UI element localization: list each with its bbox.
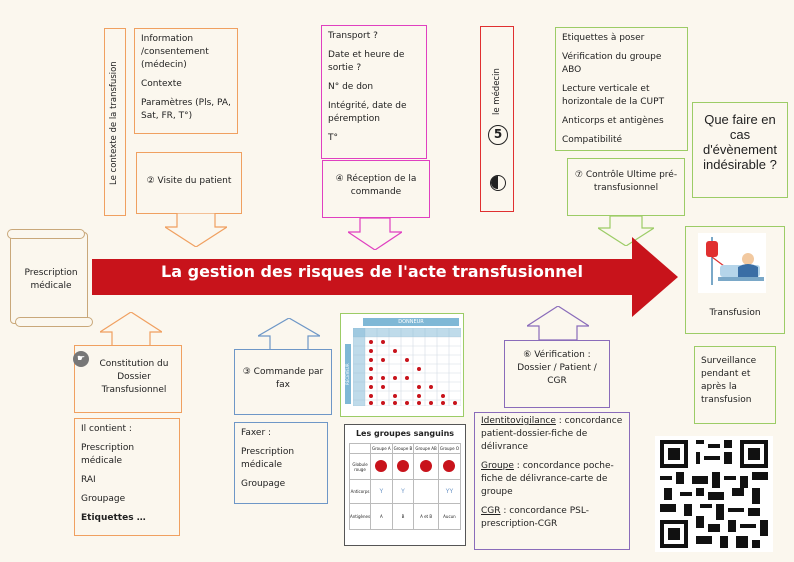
step1-label: Constitution du Dossier Transfusionnel: [99, 359, 169, 396]
etiquettes-item-4: Anticorps et antigènes: [562, 116, 664, 127]
medecin-number: 5: [488, 125, 508, 145]
transport-item-1: Transport ?: [328, 31, 378, 41]
contexte-vertical-box: Le contexte de la transfusion: [104, 28, 126, 216]
step3-box: ③ Commande par fax: [234, 349, 332, 415]
step2-box: ② Visite du patient: [136, 152, 242, 214]
step3-fax-item-2: Groupage: [241, 479, 286, 490]
hand-icon: ☛: [73, 351, 89, 367]
step1-arrow: [100, 312, 162, 346]
step4-arrow: [348, 218, 402, 250]
step3-fax-box: Faxer : Prescription médicale Groupage: [234, 422, 328, 504]
step3-arrow: [258, 318, 320, 350]
donneur-header: DONNEUR: [363, 318, 459, 326]
prescription-label: Prescription médicale: [24, 268, 78, 291]
transport-item-4: Intégrité, date de péremption: [328, 101, 407, 125]
step6-box: ⑥ Vérification : Dossier / Patient / CGR: [504, 340, 610, 408]
medecin-label: le médecin: [492, 68, 502, 116]
step3-label: ③ Commande par fax: [242, 367, 324, 391]
transport-box: Transport ? Date et heure de sortie ? N°…: [321, 25, 427, 159]
step3-fax-title: Faxer :: [241, 428, 272, 438]
identito-key-2: Groupe: [481, 461, 514, 472]
step4-label: ④ Réception de la commande: [335, 174, 417, 198]
groupes-antigen-3: A et B: [413, 503, 439, 530]
identito-text-3: : concordance PSL-prescription-CGR: [481, 506, 589, 530]
step6-label: ⑥ Vérification : Dossier / Patient / CGR: [517, 350, 597, 387]
step7-arrow: [598, 216, 654, 246]
groupes-col-2: Groupe B: [391, 443, 415, 454]
transport-item-2: Date et heure de sortie ?: [328, 50, 405, 74]
identito-text-1: : concordance patient-dossier-fiche de d…: [481, 416, 623, 453]
groupes-col-3: Groupe AB: [413, 443, 439, 454]
groupes-sanguins: Les groupes sanguins Groupe A Groupe B G…: [344, 424, 466, 546]
medecin-box: 5 le médecin: [480, 26, 514, 212]
step1-item-1: Prescription médicale: [81, 443, 135, 467]
identito-key-1: Identitovigilance: [481, 416, 556, 426]
contexte-vertical-label: Le contexte de la transfusion: [109, 61, 119, 185]
identito-line-1: Identitovigilance : concordance patient-…: [481, 415, 623, 454]
contexte-box: Information /consentement (médecin) Cont…: [134, 28, 238, 134]
surveillance-box: Surveillance pendant et après la transfu…: [694, 346, 776, 424]
groupes-antigen-1: A: [370, 503, 393, 530]
groupes-row-2: Anticorps: [348, 479, 372, 504]
step6-arrow: [527, 306, 589, 340]
step3-fax-item-1: Prescription médicale: [241, 447, 295, 471]
groupes-title: Les groupes sanguins: [355, 429, 455, 438]
identito-box: Identitovigilance : concordance patient-…: [474, 412, 630, 550]
step7-box: ⑦ Contrôle Ultime pré-transfusionnel: [567, 158, 685, 216]
etiquettes-item-3: Lecture verticale et horizontale de la C…: [562, 84, 665, 108]
transport-item-3: N° de don: [328, 82, 374, 93]
groupes-row-1: Globule rouge: [348, 453, 372, 480]
transport-item-5: T°: [328, 133, 338, 144]
receveur-label: RECEVEUR: [345, 344, 351, 404]
step1-item-3: Groupage: [81, 494, 126, 505]
contexte-item-1: Information /consentement (médecin): [141, 34, 209, 71]
identito-key-3: CGR: [481, 506, 501, 517]
groupes-col-1: Groupe A: [370, 443, 393, 454]
identito-line-3: CGR : concordance PSL-prescription-CGR: [481, 505, 623, 531]
groupes-antigen-2: B: [391, 503, 415, 530]
step1-item-2: RAI: [81, 475, 96, 486]
contexte-item-3: Paramètres (Pls, PA, Sat, FR, T°): [141, 98, 231, 122]
medecin-half-icon: [490, 175, 506, 191]
groupes-col-4: Groupe O: [437, 443, 462, 454]
step1-contains-title: Il contient :: [81, 424, 132, 434]
etiquettes-box: Etiquettes à poser Vérification du group…: [555, 27, 688, 151]
compatibility-grid: DONNEUR RECEVEUR: [340, 313, 464, 417]
qr-code[interactable]: [655, 436, 773, 552]
transfusion-box: Transfusion: [685, 226, 785, 334]
main-arrow: [92, 237, 678, 317]
transfusion-icon: [698, 233, 766, 293]
step1-contains-box: Il contient : Prescription médicale RAI …: [74, 418, 180, 536]
identito-text-2: : concordance poche-fiche de délivrance-…: [481, 461, 614, 498]
identito-line-2: Groupe : concordance poche-fiche de déli…: [481, 460, 623, 499]
step2-arrow: [165, 213, 227, 247]
groupes-row-3: Antigènes: [348, 503, 372, 530]
step2-label: ② Visite du patient: [146, 176, 232, 186]
step1-item-last: Etiquettes …: [81, 513, 146, 524]
groupes-antigen-4: Aucun: [437, 503, 462, 530]
surveillance-text: Surveillance pendant et après la transfu…: [701, 356, 757, 406]
main-title: La gestion des risques de l'acte transfu…: [161, 262, 583, 281]
etiquettes-item-5: Compatibilité: [562, 135, 623, 146]
transfusion-label: Transfusion: [709, 308, 761, 318]
contexte-item-2: Contexte: [141, 79, 182, 90]
question-box: Que faire en cas d'évènement indésirable…: [692, 102, 788, 198]
question-text: Que faire en cas d'évènement indésirable…: [702, 112, 778, 172]
etiquettes-item-2: Vérification du groupe ABO: [562, 52, 662, 76]
step7-label: ⑦ Contrôle Ultime pré-transfusionnel: [574, 170, 678, 194]
step4-box: ④ Réception de la commande: [322, 160, 430, 218]
step1-box: ☛ Constitution du Dossier Transfusionnel: [73, 345, 182, 413]
prescription-scroll: Prescription médicale: [7, 229, 93, 327]
etiquettes-item-1: Etiquettes à poser: [562, 33, 645, 43]
